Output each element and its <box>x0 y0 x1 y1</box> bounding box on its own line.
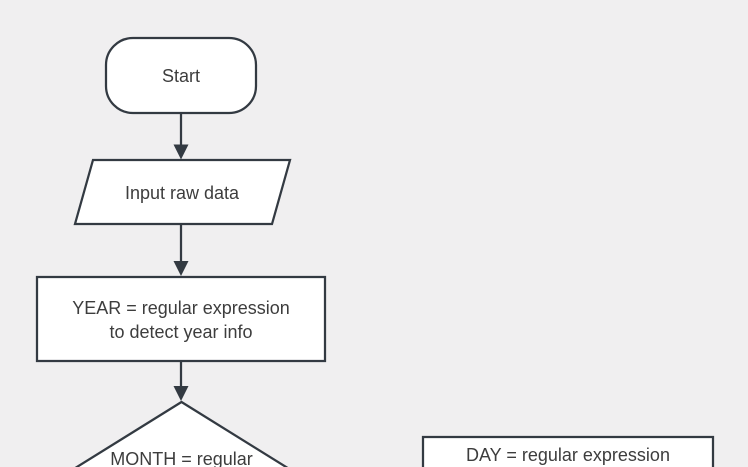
connector-start-to-input[interactable] <box>173 113 189 160</box>
node-input-raw-data[interactable]: Input raw data <box>73 158 292 226</box>
node-start[interactable]: Start <box>104 36 258 115</box>
node-year-label-line1: YEAR = regular expression <box>72 298 290 318</box>
arrow-down-head-icon <box>173 386 189 401</box>
decision-diamond-shape <box>74 400 289 467</box>
node-day-process[interactable]: DAY = regular expression <box>421 435 715 467</box>
node-start-label: Start <box>162 66 200 86</box>
node-month-label: MONTH = regular <box>110 449 253 467</box>
node-month-decision[interactable]: MONTH = regular <box>42 400 322 467</box>
parallelogram-shape <box>73 158 292 226</box>
node-year-process[interactable]: YEAR = regular expression to detect year… <box>35 275 327 363</box>
process-shape <box>35 275 327 363</box>
node-year-label-line2: to detect year info <box>109 322 252 342</box>
arrow-down-head-icon <box>173 144 189 160</box>
arrow-down-head-icon <box>173 261 189 276</box>
node-day-label: DAY = regular expression <box>466 445 670 465</box>
node-input-raw-data-label: Input raw data <box>125 183 240 203</box>
connector-year-to-month[interactable] <box>173 361 189 401</box>
connector-input-to-year[interactable] <box>173 224 189 276</box>
process-shape <box>421 435 715 467</box>
